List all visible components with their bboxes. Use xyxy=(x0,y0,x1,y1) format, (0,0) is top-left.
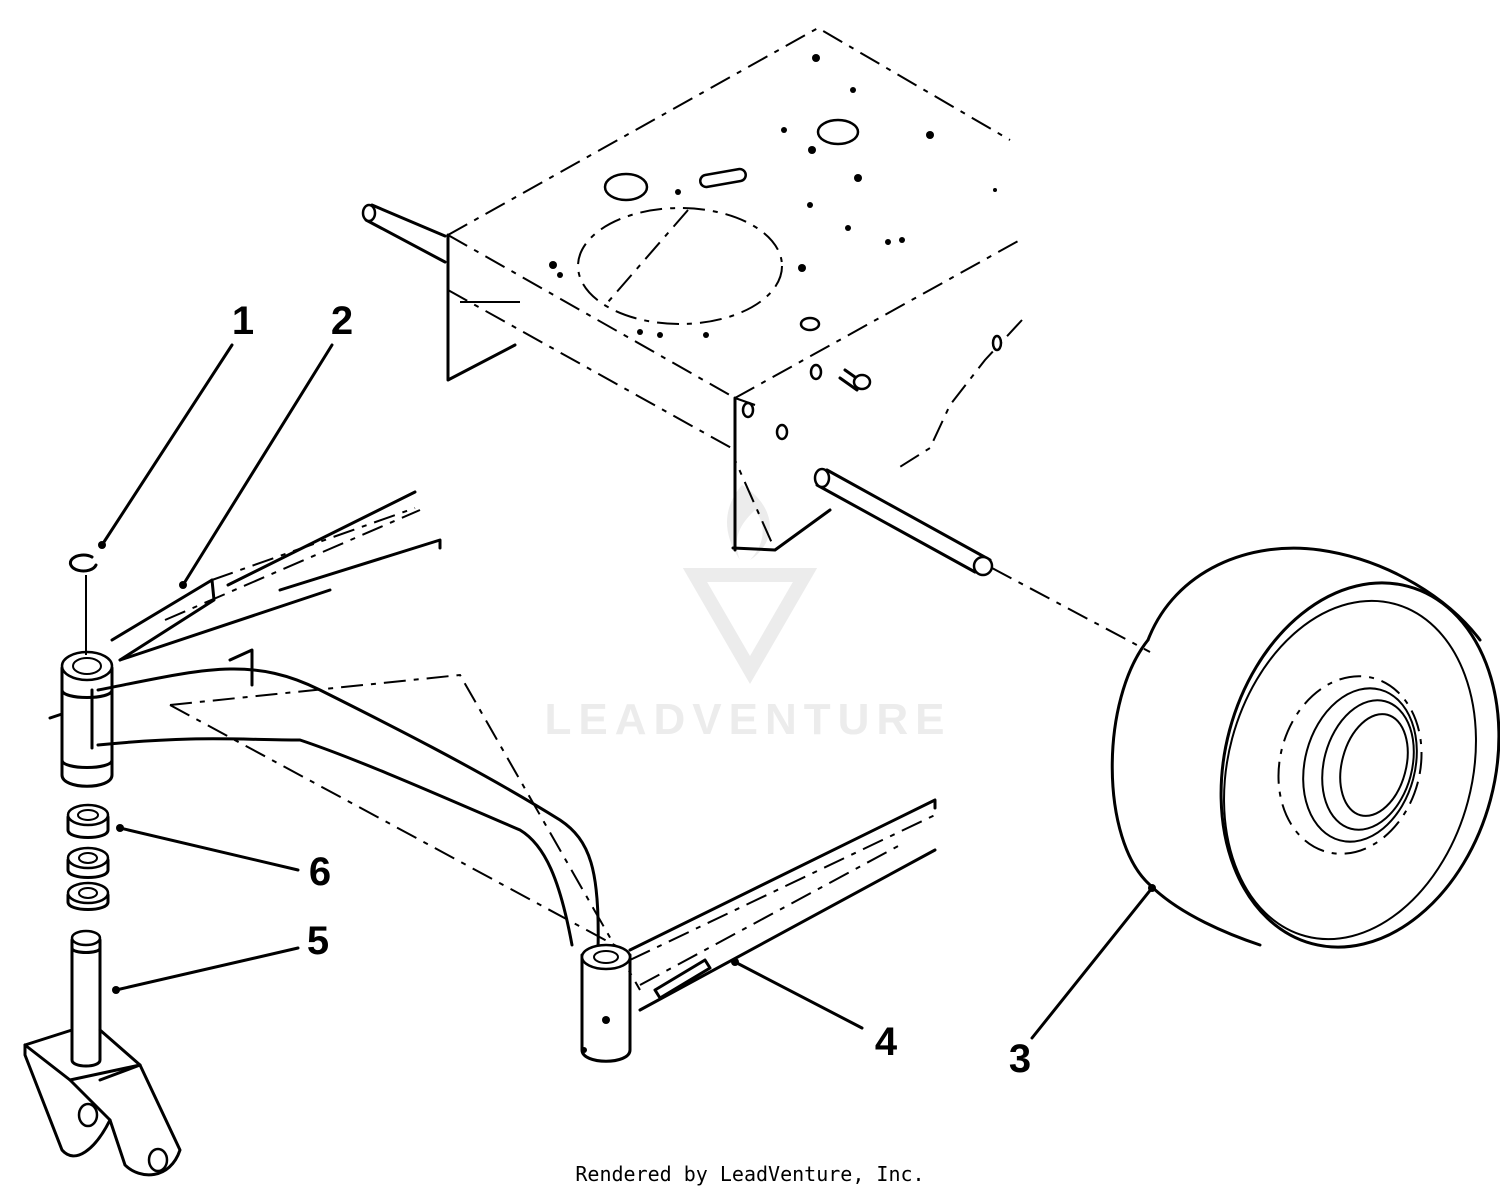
bearings xyxy=(66,803,110,911)
axle-arm xyxy=(90,667,632,1063)
watermark-text: LEADVENTURE xyxy=(544,695,951,744)
callout-3: 3 xyxy=(1009,1037,1031,1081)
leader-5 xyxy=(114,946,300,992)
leader-3 xyxy=(1030,886,1154,1040)
retaining-ring xyxy=(68,553,98,655)
frame-rails xyxy=(110,490,937,1012)
callout-1: 1 xyxy=(232,299,254,343)
callout-2: 2 xyxy=(331,299,353,343)
spindle xyxy=(23,929,182,1177)
callout-6: 6 xyxy=(309,850,331,894)
leader-lines xyxy=(98,343,1156,1040)
axle-shaft xyxy=(813,467,1151,653)
leader-6 xyxy=(118,826,300,872)
frame-plate xyxy=(361,26,1023,552)
callout-5: 5 xyxy=(307,919,329,963)
callout-4: 4 xyxy=(875,1020,898,1064)
wheel xyxy=(1110,546,1500,949)
leader-4 xyxy=(733,960,864,1030)
footer-credit: Rendered by LeadVenture, Inc. xyxy=(575,1162,925,1186)
watermark-logo: LEADVENTURE xyxy=(544,485,951,744)
leader-2 xyxy=(181,343,334,587)
spindle-tube xyxy=(48,650,114,788)
leader-1 xyxy=(100,343,234,547)
